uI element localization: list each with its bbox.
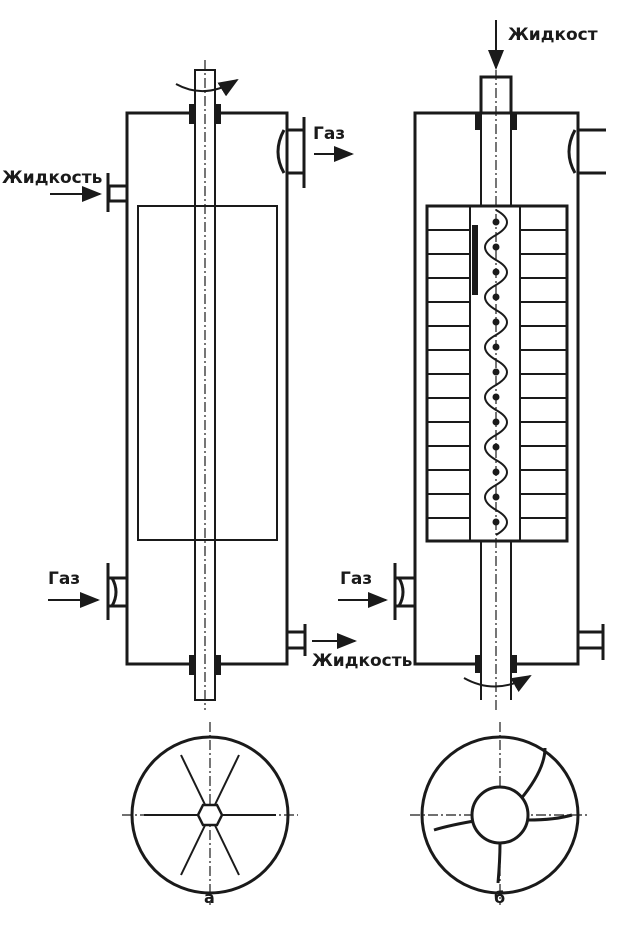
rotor-wave-b [484, 209, 508, 536]
shell-b [413, 111, 580, 666]
rotor-dot [492, 293, 500, 301]
liquid-outlet-nozzle-a [287, 624, 307, 656]
label-gas-in-a: Газ [48, 569, 80, 589]
caption-a: а [204, 888, 215, 907]
caption-b: б [494, 888, 505, 907]
rotation-arrow-a [175, 78, 239, 97]
blades-b [433, 747, 573, 884]
rotor-dot [492, 443, 500, 451]
liquid-outlet-nozzle-b [578, 624, 605, 660]
label-gas-in-b: Газ [340, 569, 372, 589]
cross-section-a: а [122, 722, 298, 907]
gas-inlet-nozzle-a [106, 563, 127, 620]
label-liquid-in-b: Жидкост [508, 25, 598, 45]
gas-outlet-nozzle-b [567, 128, 606, 175]
gas-outlet-nozzle-a [276, 117, 306, 188]
label-gas-out-a: Газ [313, 124, 345, 144]
label-liquid-out-a: Жидкость [312, 651, 412, 671]
rotation-arrow-b [463, 674, 532, 693]
packing-cells-b [427, 229, 567, 519]
label-liquid-in-a: Жидкость [2, 168, 102, 188]
apparatus-b: Жидкост Газ [338, 20, 606, 710]
gas-inlet-nozzle-b [393, 563, 415, 620]
packing-a [137, 205, 278, 541]
shaft-lower-b [480, 541, 512, 700]
cross-section-b: б [410, 722, 590, 907]
shell-a [125, 111, 289, 666]
apparatus-a: Жидкость Газ Газ Жидкость [2, 60, 412, 710]
liquid-inlet-nozzle-a [106, 173, 127, 212]
